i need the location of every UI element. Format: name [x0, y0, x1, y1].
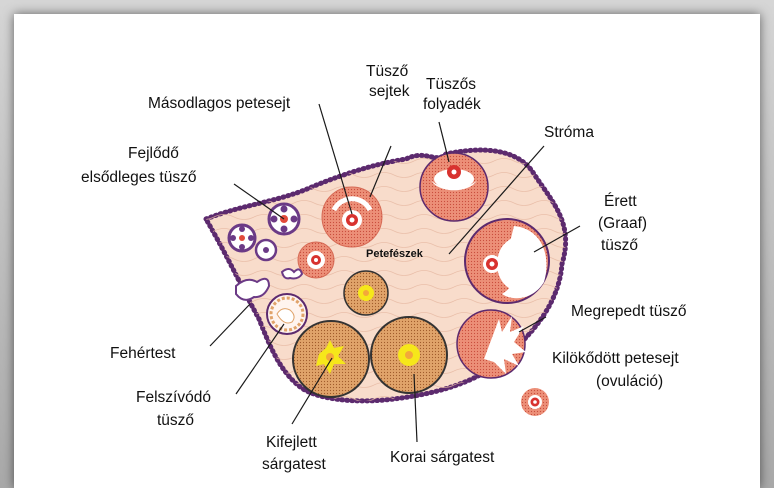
label-released-1: Kilökődött petesejt — [552, 350, 679, 367]
diagram-card: Másodlagos petesejt Tüsző sejtek Tüszős … — [14, 14, 760, 488]
ovary-diagram: Másodlagos petesejt Tüsző sejtek Tüszős … — [14, 14, 760, 488]
label-developing-2: elsődleges tüsző — [81, 169, 196, 186]
label-mature-3: tüsző — [601, 237, 638, 254]
graafian-follicle — [465, 219, 549, 303]
label-resorbing-2: tüsző — [157, 412, 194, 429]
ruptured-follicle — [457, 310, 526, 378]
label-corpus-albicans: Fehértest — [110, 345, 176, 362]
secondary-follicle-small — [298, 242, 334, 278]
released-oocyte — [521, 388, 549, 416]
antral-follicle — [420, 153, 488, 221]
label-mature-luteum-2: sárgatest — [262, 456, 326, 473]
label-follicle-cells-2: sejtek — [369, 83, 410, 100]
label-follicular-fluid-2: folyadék — [423, 96, 481, 113]
label-follicular-fluid-1: Tüszős — [426, 76, 476, 93]
label-ovary: Petefészek — [366, 248, 424, 260]
label-resorbing-1: Felszívódó — [136, 389, 211, 406]
label-ruptured: Megrepedt tüsző — [571, 303, 686, 320]
corpus-luteum-small — [344, 271, 388, 315]
label-released-2: (ovuláció) — [596, 373, 663, 390]
label-developing-1: Fejlődő — [128, 145, 179, 162]
label-mature-1: Érett — [604, 193, 637, 210]
secondary-oocyte-follicle — [322, 187, 382, 247]
label-mature-luteum-1: Kifejlett — [266, 434, 318, 451]
resorbing-follicle — [267, 294, 307, 334]
label-secondary-oocyte: Másodlagos petesejt — [148, 95, 291, 112]
label-mature-2: (Graaf) — [598, 215, 647, 232]
label-follicle-cells-1: Tüsző — [366, 63, 408, 80]
label-early-luteum: Korai sárgatest — [390, 449, 495, 466]
label-stroma: Stróma — [544, 124, 594, 141]
early-corpus-luteum — [371, 317, 447, 393]
